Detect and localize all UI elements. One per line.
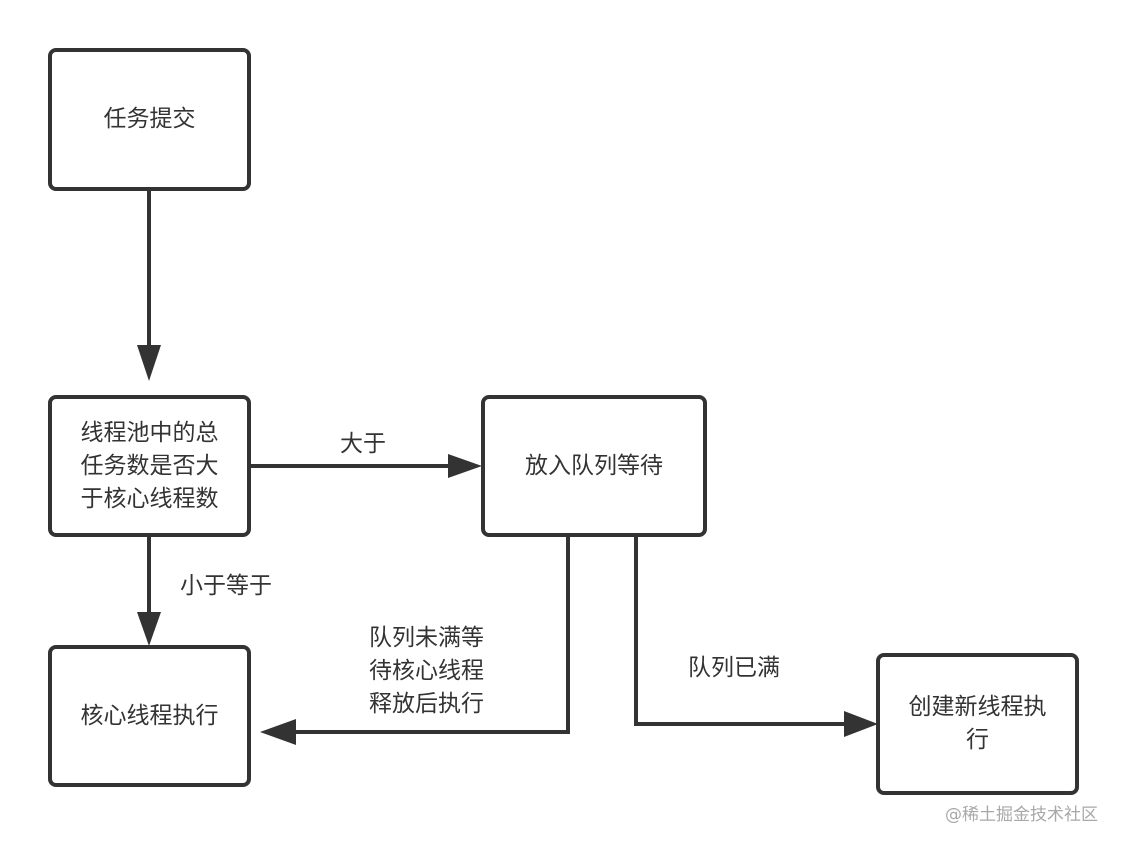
edge-label-greater: 大于 <box>340 431 386 457</box>
edge-label-queue-full: 队列已满 <box>688 655 780 681</box>
edge-label-queue-not-full: 队列未满等 待核心线程 释放后执行 <box>369 625 484 717</box>
arrowhead-left-core <box>260 719 296 745</box>
arrowhead-down-core <box>137 612 161 646</box>
node-task-submit-label: 任务提交 <box>103 106 196 132</box>
node-new-thread-exec-label: 创建新线程执 行 <box>908 694 1047 753</box>
node-task-submit: 任务提交 <box>48 48 251 191</box>
arrowhead-down-check <box>137 345 161 381</box>
node-check-core-count: 线程池中的总 任务数是否大 于核心线程数 <box>48 395 251 537</box>
arrowhead-right-queue <box>448 454 482 478</box>
edge-queue-to-core <box>295 536 570 734</box>
node-check-core-count-label: 线程池中的总 任务数是否大 于核心线程数 <box>80 419 219 512</box>
edge-queue-to-new <box>634 536 845 726</box>
arrowhead-right-new <box>844 711 878 737</box>
edge-label-less-equal: 小于等于 <box>180 573 272 599</box>
node-core-thread-exec: 核心线程执行 <box>48 645 251 787</box>
node-queue-wait-label: 放入队列等待 <box>525 452 663 479</box>
node-queue-wait: 放入队列等待 <box>481 395 707 537</box>
node-new-thread-exec: 创建新线程执 行 <box>876 653 1079 795</box>
watermark: @稀土掘金技术社区 <box>945 805 1098 825</box>
node-core-thread-exec-label: 核心线程执行 <box>80 702 219 729</box>
